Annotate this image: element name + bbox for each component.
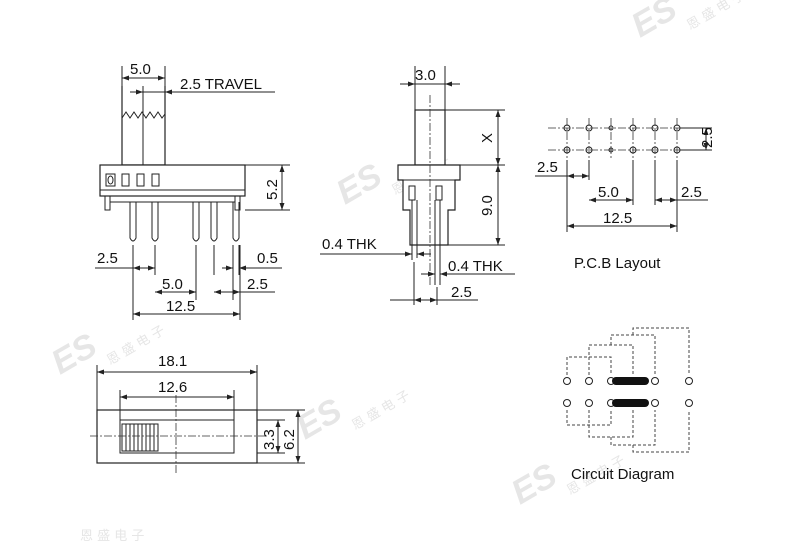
dim-pcb-right: 2.5 — [681, 184, 702, 201]
front-actuator-break — [121, 111, 166, 119]
dim-side-pitch: 2.5 — [451, 284, 472, 301]
watermark-text: 恩 盛 电 子 — [685, 0, 748, 33]
dim-side-body-height: 9.0 — [479, 195, 496, 216]
top-view: 18.1 12.6 3.3 6.2 — [90, 353, 305, 475]
front-window — [121, 173, 130, 187]
watermark-logo: ES — [330, 156, 389, 212]
dim-actuator-width: 5.0 — [130, 61, 151, 78]
dim-top-length: 18.1 — [158, 353, 187, 370]
top-actuator — [121, 423, 159, 452]
front-view: 5.0 2.5 TRAVEL 5.2 2.5 5.0 0.5 2.5 12.5 — [95, 61, 290, 320]
circuit-diagram-label: Circuit Diagram — [571, 466, 674, 483]
dim-pcb-span: 12.5 — [603, 210, 632, 227]
top-slot — [119, 419, 235, 454]
dim-side-actuator-height: X — [479, 133, 496, 143]
watermark-logo: ES — [505, 456, 564, 512]
front-window — [105, 173, 116, 187]
dim-top-slot-height: 3.3 — [261, 429, 278, 450]
pcb-layout: 2.5 2.5 5.0 2.5 12.5 P.C.B Layout — [535, 118, 716, 272]
dim-pin-pitch-left: 2.5 — [97, 250, 118, 267]
circuit-contact-bar — [612, 377, 649, 385]
dim-pin-pitch-mid: 5.0 — [162, 276, 183, 293]
circuit-contact-bar — [612, 399, 649, 407]
dim-pin-span: 12.5 — [166, 298, 195, 315]
dim-travel: 2.5 TRAVEL — [180, 76, 262, 93]
watermark-text: 恩 盛 电 子 — [350, 388, 413, 433]
dim-top-slot: 12.6 — [158, 379, 187, 396]
side-view: 3.0 X 9.0 0.4 THK 0.4 THK 2.5 — [320, 66, 515, 305]
front-window — [136, 173, 145, 187]
circuit-terminals — [563, 377, 693, 407]
front-window — [151, 173, 160, 187]
dim-side-thk-bottom: 0.4 THK — [448, 258, 503, 275]
watermark-text: 恩 盛 电 子 — [80, 529, 144, 544]
dim-pcb-left: 2.5 — [537, 159, 558, 176]
top-body — [96, 409, 258, 464]
watermark-logo: ES — [45, 326, 104, 382]
dim-top-width: 6.2 — [281, 429, 298, 450]
pcb-holes — [563, 124, 681, 154]
dim-pin-pitch-right: 2.5 — [247, 276, 268, 293]
front-pins — [129, 202, 240, 242]
dim-side-actuator-width: 3.0 — [415, 67, 436, 84]
dim-pcb-row-pitch: 2.5 — [699, 127, 716, 148]
watermark-logo: ES — [290, 391, 349, 447]
dim-body-height: 5.2 — [264, 179, 281, 200]
watermark-logo: ES — [625, 0, 684, 45]
dim-pcb-mid: 5.0 — [598, 184, 619, 201]
circuit-diagram: Circuit Diagram — [563, 327, 693, 483]
side-body — [397, 164, 461, 246]
dim-pin-width: 0.5 — [257, 250, 278, 267]
pcb-layout-label: P.C.B Layout — [574, 255, 661, 272]
front-body — [99, 164, 246, 197]
dim-side-thk-top: 0.4 THK — [322, 236, 377, 253]
